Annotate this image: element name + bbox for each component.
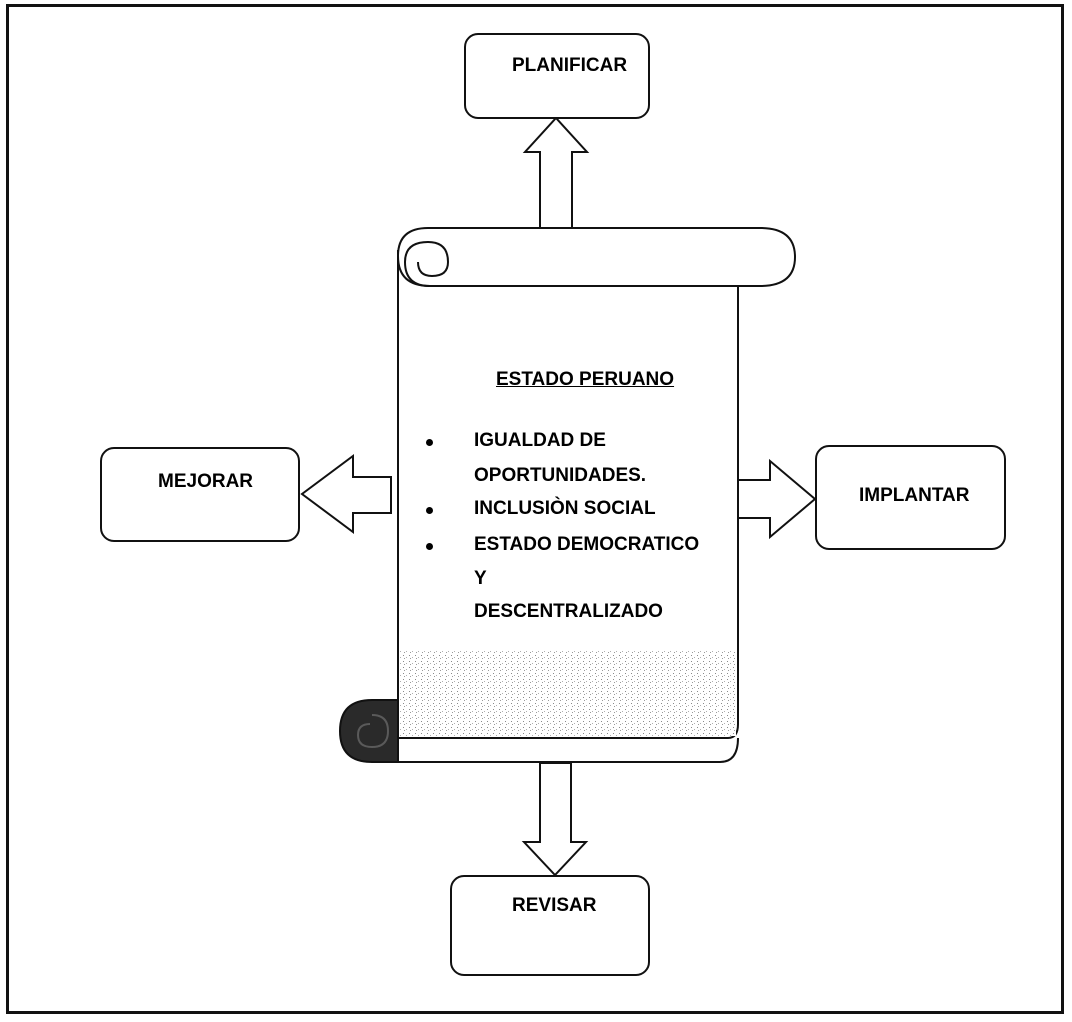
bullet-2 bbox=[426, 507, 433, 514]
revisar-box: REVISAR bbox=[450, 875, 650, 976]
bullet-2-line-1: INCLUSIÒN SOCIAL bbox=[474, 498, 656, 519]
arrow-right-implantar bbox=[729, 458, 817, 540]
bullet-3-line-3: DESCENTRALIZADO bbox=[474, 601, 663, 622]
scroll-bottom-corner bbox=[719, 737, 739, 763]
planificar-box: PLANIFICAR bbox=[464, 33, 650, 119]
arrow-left-mejorar bbox=[300, 454, 392, 534]
bullet-1 bbox=[426, 439, 433, 446]
scroll-shading bbox=[400, 650, 736, 736]
revisar-label: REVISAR bbox=[512, 895, 597, 916]
bullet-3 bbox=[426, 543, 433, 550]
arrow-up-planificar bbox=[522, 116, 590, 235]
scroll-top-roll bbox=[396, 227, 797, 287]
bullet-1-line-2: OPORTUNIDADES. bbox=[474, 465, 647, 486]
scroll-bottom-roll bbox=[338, 699, 399, 763]
bullet-3-line-2: Y bbox=[474, 568, 487, 589]
bullet-3-line-1: ESTADO DEMOCRATICO bbox=[474, 534, 700, 555]
diagram-frame bbox=[6, 4, 1064, 1014]
mejorar-box: MEJORAR bbox=[100, 447, 300, 542]
scroll-top-curl bbox=[403, 240, 450, 287]
mejorar-label: MEJORAR bbox=[158, 471, 254, 492]
scroll-title: ESTADO PERUANO bbox=[496, 369, 675, 390]
planificar-label: PLANIFICAR bbox=[512, 55, 628, 76]
implantar-label: IMPLANTAR bbox=[859, 485, 970, 506]
implantar-box: IMPLANTAR bbox=[815, 445, 1006, 550]
scroll-bottom-curl bbox=[356, 714, 390, 749]
bullet-1-line-1: IGUALDAD DE bbox=[474, 430, 606, 451]
scroll-shape bbox=[338, 227, 797, 763]
arrow-down-revisar bbox=[521, 762, 589, 877]
